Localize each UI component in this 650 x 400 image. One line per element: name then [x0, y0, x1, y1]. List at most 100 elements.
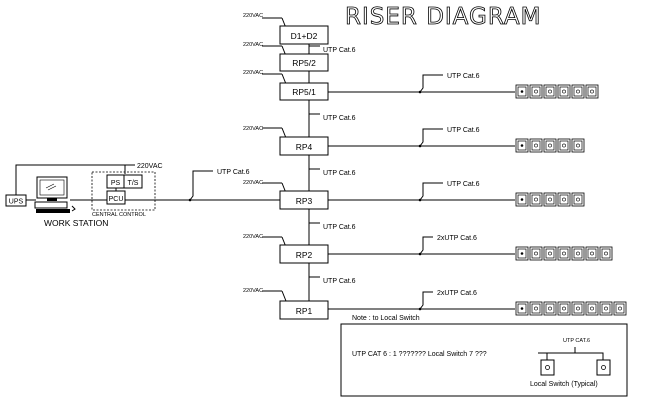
computer-icon [34, 176, 76, 213]
panel-rp52: 220VAC RP5/2 [243, 42, 329, 72]
svg-text:220VAC: 220VAC [243, 234, 263, 240]
local-switch-button [548, 306, 552, 311]
local-switch-rows [515, 84, 627, 316]
local-switch-face [517, 86, 527, 97]
local-switch-button [548, 89, 552, 94]
local-switch-button [534, 197, 538, 202]
floor-feeder-rp1: 2xUTP Cat.6 [328, 290, 515, 311]
local-switch-button [534, 306, 538, 311]
svg-text:220VAC: 220VAC [243, 126, 263, 132]
ups-label: UPS [9, 199, 24, 206]
local-switch-face [545, 248, 555, 259]
local-switch-button [548, 251, 552, 256]
ws-power-label: 220VAC [137, 163, 163, 170]
local-switch-rp3-3 [543, 192, 557, 207]
local-switch-face [573, 248, 583, 259]
local-switch-face [601, 248, 611, 259]
panel-rp4: 220VAC RP4 [243, 126, 329, 156]
local-switch-rp2-7 [599, 246, 613, 261]
svg-text:D1+D2: D1+D2 [291, 31, 318, 41]
local-switch-rp2-5 [571, 246, 585, 261]
svg-text:220VAC: 220VAC [243, 13, 263, 19]
local-switch-face [531, 140, 541, 151]
svg-text:UTP Cat.6: UTP Cat.6 [447, 181, 480, 188]
local-switch-face [573, 303, 583, 314]
local-switch-face [559, 248, 569, 259]
local-switch-face [559, 140, 569, 151]
svg-text:RP2: RP2 [296, 250, 313, 260]
local-switch-button [576, 89, 580, 94]
local-switch-rp4-4 [557, 138, 571, 153]
svg-text:2xUTP Cat.6: 2xUTP Cat.6 [437, 290, 477, 297]
note-line: UTP CAT 6 : 1 ??????? Local Switch 7 ??? [352, 351, 487, 358]
local-switch-rp1-6 [585, 301, 599, 316]
local-switch-face [531, 194, 541, 205]
panel-rp1: 220VAC RP1 [243, 288, 329, 320]
local-switch-button [520, 252, 524, 255]
riser-cable-labels: UTP Cat.6 UTP Cat.6 UTP Cat.6 UTP Cat.6 … [323, 47, 356, 285]
local-switch-rp3-2 [529, 192, 543, 207]
local-switch-button [576, 143, 580, 148]
local-switch-face [573, 140, 583, 151]
svg-text:RP1: RP1 [296, 306, 313, 316]
svg-text:UTP Cat.6: UTP Cat.6 [447, 73, 480, 80]
svg-text:RP5/2: RP5/2 [292, 58, 316, 68]
local-switch-button [590, 89, 594, 94]
panel-rp2: 220VAC RP2 [243, 234, 329, 264]
svg-text:220VAC: 220VAC [243, 70, 263, 76]
local-switch-face [559, 86, 569, 97]
local-switch-face [545, 194, 555, 205]
local-switch-button [562, 306, 566, 311]
floor-feeder-rp3: UTP Cat.6 [328, 181, 515, 202]
local-switch-face [559, 303, 569, 314]
local-switch-rp1-8 [613, 301, 627, 316]
panel-rp51: 220VAC RP5/1 [243, 70, 329, 101]
local-switch-face [587, 86, 597, 97]
riser-label-5: UTP Cat.6 [323, 278, 356, 285]
local-switch-rp51-3 [543, 84, 557, 99]
local-switch-button [590, 251, 594, 256]
riser-label-ticks [309, 45, 320, 278]
local-switch-button [562, 89, 566, 94]
local-switch-face [531, 303, 541, 314]
local-switch-rp1-2 [529, 301, 543, 316]
local-switch-face [615, 303, 625, 314]
svg-text:220VAC: 220VAC [243, 180, 263, 186]
svg-text:UTP Cat.6: UTP Cat.6 [447, 127, 480, 134]
local-switch-button [520, 198, 524, 201]
local-switch-face [601, 303, 611, 314]
svg-text:220VAC: 220VAC [243, 42, 263, 48]
riser-label-1: UTP Cat.6 [323, 47, 356, 54]
work-station-label: WORK STATION [44, 218, 108, 228]
local-switch-face [545, 86, 555, 97]
local-switch-button [534, 251, 538, 256]
local-switch-button [576, 197, 580, 202]
svg-text:T/S: T/S [128, 180, 139, 187]
riser-label-4: UTP Cat.6 [323, 224, 356, 231]
svg-text:RP5/1: RP5/1 [292, 87, 316, 97]
note-switch-a [540, 359, 555, 376]
svg-text:PS: PS [111, 180, 121, 187]
local-switch-rp2-6 [585, 246, 599, 261]
local-switch-button [576, 306, 580, 311]
local-switch-face [573, 194, 583, 205]
local-switch-button [562, 197, 566, 202]
local-switch-rp51-6 [585, 84, 599, 99]
local-switch-face [517, 248, 527, 259]
ws-cable-label: UTP Cat.6 [217, 169, 250, 176]
panel-d1d2: 220VAC D1+D2 [243, 13, 329, 45]
panel-rp3: 220VAC RP3 [243, 180, 329, 210]
local-switch-rp51-4 [557, 84, 571, 99]
local-switch-face [573, 86, 583, 97]
local-switch-button [534, 143, 538, 148]
svg-text:PCU: PCU [109, 196, 124, 203]
local-switch-rp1-7 [599, 301, 613, 316]
svg-text:RP4: RP4 [296, 142, 313, 152]
note-box: UTP CAT 6 : 1 ??????? Local Switch 7 ???… [340, 323, 628, 397]
local-switch-button [520, 90, 524, 93]
local-switch-button [604, 306, 608, 311]
local-switch-button [548, 143, 552, 148]
local-switch-button [562, 143, 566, 148]
local-switch-button [562, 251, 566, 256]
local-switch-rp3-5 [571, 192, 585, 207]
